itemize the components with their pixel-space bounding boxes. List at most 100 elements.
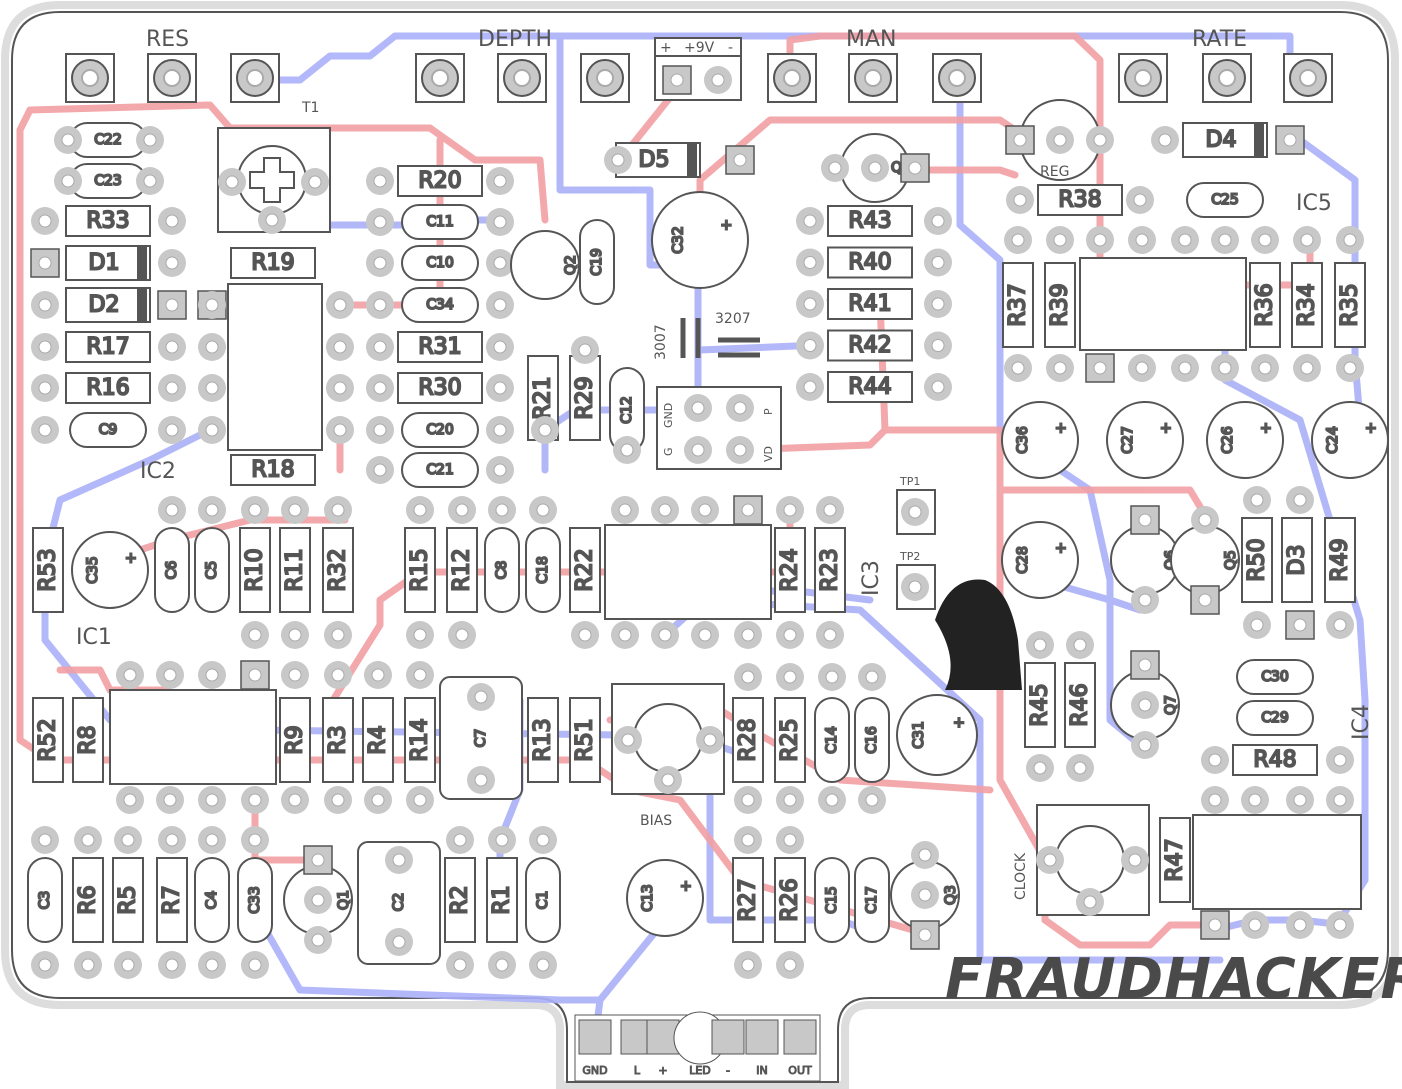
drill-hole — [864, 69, 882, 87]
resistor-body — [732, 697, 764, 783]
drill-hole — [733, 443, 747, 457]
drill-hole — [453, 958, 467, 972]
drill-hole — [1011, 233, 1025, 247]
diode-body — [1281, 517, 1313, 603]
resistor-label: R9 — [283, 725, 308, 754]
resistor-body — [1044, 262, 1076, 348]
footer-pad-label: - — [726, 1064, 730, 1077]
capacitor-label: C1 — [535, 891, 551, 910]
resistor-body — [404, 527, 436, 613]
resistor-label: R50 — [1245, 538, 1270, 581]
capacitor-label: C21 — [426, 462, 454, 478]
capacitor-body — [854, 857, 890, 943]
drill-hole — [373, 423, 387, 437]
footer-pad-label: IN — [756, 1064, 767, 1077]
drill-hole — [596, 69, 614, 87]
drill-hole — [1158, 133, 1172, 147]
ic5-body — [1079, 257, 1247, 351]
capacitor-label: C28 — [1015, 546, 1031, 574]
resistor-body — [1249, 262, 1281, 348]
drill-hole — [1133, 193, 1147, 207]
drill-hole — [81, 958, 95, 972]
drill-hole — [1135, 361, 1149, 375]
drill-hole — [578, 628, 592, 642]
resistor-label: R24 — [778, 548, 803, 591]
drill-hole — [331, 628, 345, 642]
resistor-label: R36 — [1253, 283, 1278, 326]
drill-hole — [931, 214, 945, 228]
test-point-tp2: TP2 — [899, 550, 920, 563]
electrolytic-body — [1106, 401, 1184, 479]
resistor-body — [814, 527, 846, 613]
drill-hole — [1093, 133, 1107, 147]
drill-hole — [868, 161, 882, 175]
resistor-label: R27 — [736, 878, 761, 921]
drill-hole — [493, 215, 507, 229]
diode-label: D2 — [89, 293, 120, 318]
resistor-body — [230, 247, 316, 279]
bottom-trace — [256, 916, 604, 1004]
drill-hole — [1208, 918, 1222, 932]
resistor-body — [827, 371, 913, 403]
drill-hole — [823, 628, 837, 642]
cap-code-3207: 3207 — [715, 311, 751, 327]
resistor-label: R18 — [251, 458, 294, 483]
drill-hole — [741, 793, 755, 807]
drill-hole — [1283, 133, 1297, 147]
diode-label: D3 — [1285, 545, 1310, 576]
drill-hole — [474, 690, 488, 704]
trimmer-cross — [249, 157, 295, 203]
drill-hole — [1250, 493, 1264, 507]
resistor-label: R2 — [448, 885, 473, 914]
drill-hole — [931, 380, 945, 394]
drill-hole — [246, 69, 264, 87]
diode-body — [65, 245, 151, 281]
ic-label-ic1: IC1 — [76, 625, 112, 650]
footer-pad — [745, 1019, 779, 1055]
mascot-icon — [935, 579, 1022, 690]
resistor-label: R7 — [160, 885, 185, 914]
resistor-body — [1002, 262, 1034, 348]
drill-hole — [948, 69, 966, 87]
drill-hole — [413, 793, 427, 807]
capacitor-label: C36 — [1015, 426, 1031, 454]
diode-body — [65, 287, 151, 323]
drill-hole — [165, 298, 179, 312]
drill-hole — [123, 793, 137, 807]
capacitor-label: C27 — [1120, 426, 1136, 454]
drill-hole — [1258, 233, 1272, 247]
resistor-body — [446, 527, 478, 613]
resistor-body — [1324, 517, 1356, 603]
drill-hole — [225, 175, 239, 189]
resistor-body — [1241, 517, 1273, 603]
diode-label: D4 — [1206, 128, 1237, 153]
drill-hole — [783, 833, 797, 847]
drill-hole — [392, 853, 406, 867]
capacitor-label: C14 — [824, 726, 840, 754]
resistor-body — [569, 697, 601, 783]
capacitor-label: C16 — [864, 726, 880, 754]
resistor-label: R46 — [1068, 683, 1093, 726]
drill-hole — [1138, 658, 1152, 672]
drill-hole — [165, 214, 179, 228]
drill-hole — [1293, 793, 1307, 807]
drill-hole — [931, 297, 945, 311]
resistor-label: R10 — [243, 548, 268, 591]
drill-hole — [165, 423, 179, 437]
capacitor-body — [484, 527, 520, 613]
transistor-label: Q1 — [336, 890, 352, 910]
drill-hole — [205, 958, 219, 972]
electrolytic-body — [1001, 521, 1079, 599]
resistor-label: R31 — [418, 335, 461, 360]
polarity-mark: + — [680, 879, 692, 895]
drill-hole — [38, 214, 52, 228]
drill-hole — [803, 214, 817, 228]
capacitor-body — [814, 857, 850, 943]
resistor-body — [279, 527, 311, 613]
capacitor-c2-body — [357, 841, 441, 965]
resistor-body — [65, 331, 151, 363]
drill-hole — [803, 339, 817, 352]
resistor-body — [1291, 262, 1323, 348]
drill-hole — [1208, 793, 1222, 807]
